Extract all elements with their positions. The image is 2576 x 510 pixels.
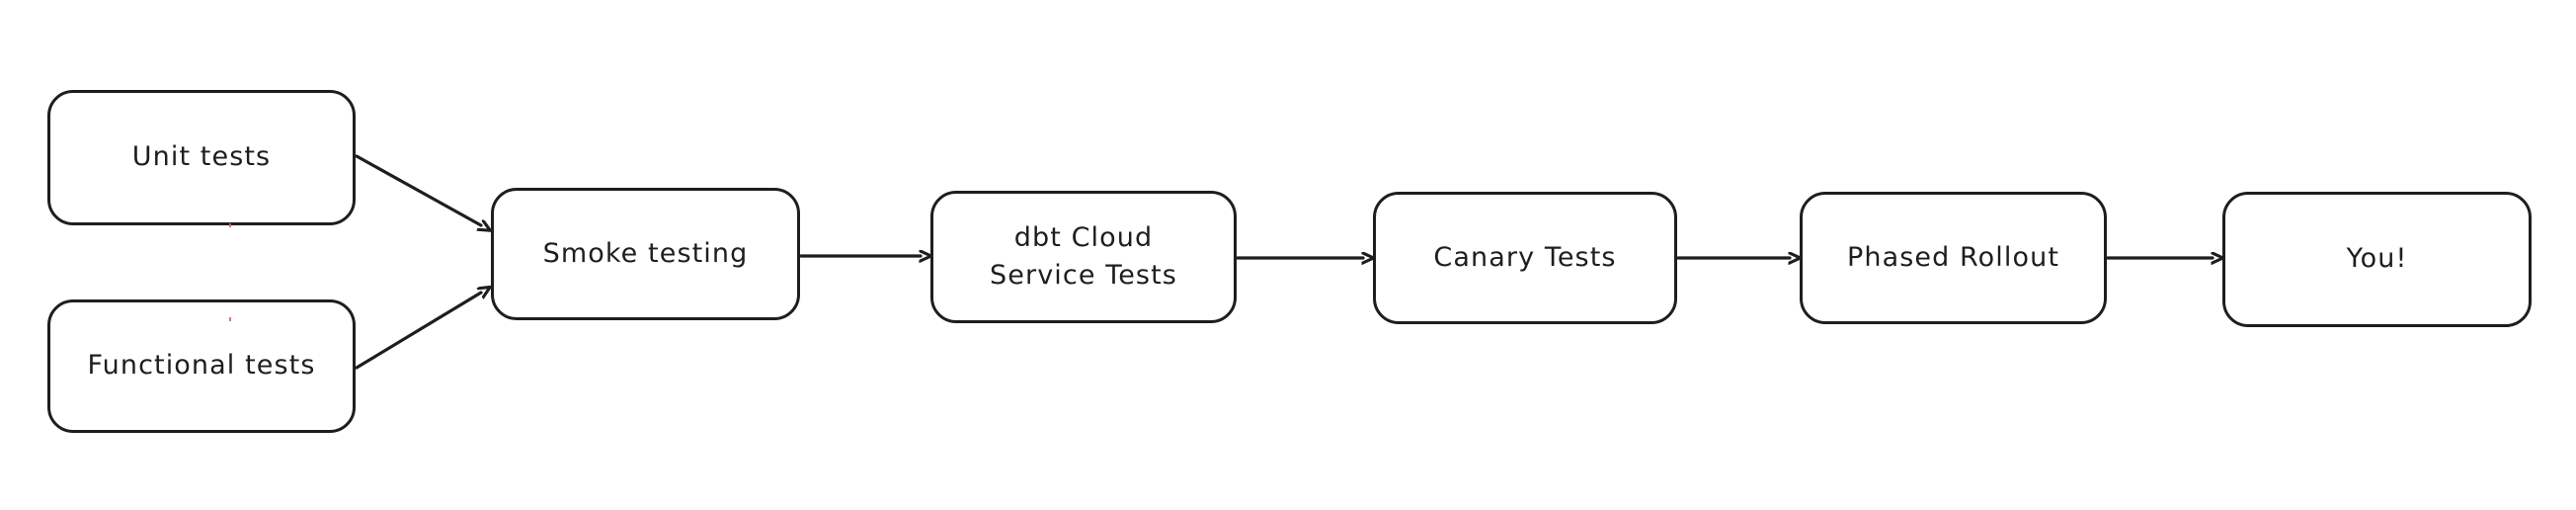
- node-phased-rollout[interactable]: Phased Rollout: [1800, 192, 2107, 324]
- artifact-speck-lower: [229, 317, 231, 321]
- node-label-dbt-cloud-service-tests: dbt Cloud Service Tests: [990, 221, 1177, 291]
- edge-functional-to-smoke: [355, 293, 481, 370]
- node-label-phased-rollout: Phased Rollout: [1846, 241, 2060, 273]
- node-smoke-testing[interactable]: Smoke testing: [491, 188, 800, 320]
- node-label-smoke-testing: Smoke testing: [542, 237, 749, 269]
- node-functional-tests[interactable]: Functional tests: [47, 299, 356, 433]
- artifact-speck-upper: [229, 223, 231, 227]
- edge-unit-to-smoke: [355, 154, 481, 225]
- node-you[interactable]: You!: [2222, 192, 2532, 327]
- node-label-canary-tests: Canary Tests: [1433, 241, 1617, 273]
- node-label-functional-tests: Functional tests: [87, 350, 316, 382]
- node-dbt-cloud-service-tests[interactable]: dbt Cloud Service Tests: [930, 191, 1237, 323]
- node-label-you: You!: [2346, 243, 2408, 275]
- node-label-unit-tests: Unit tests: [131, 141, 272, 173]
- node-canary-tests[interactable]: Canary Tests: [1373, 192, 1677, 324]
- node-unit-tests[interactable]: Unit tests: [47, 90, 356, 225]
